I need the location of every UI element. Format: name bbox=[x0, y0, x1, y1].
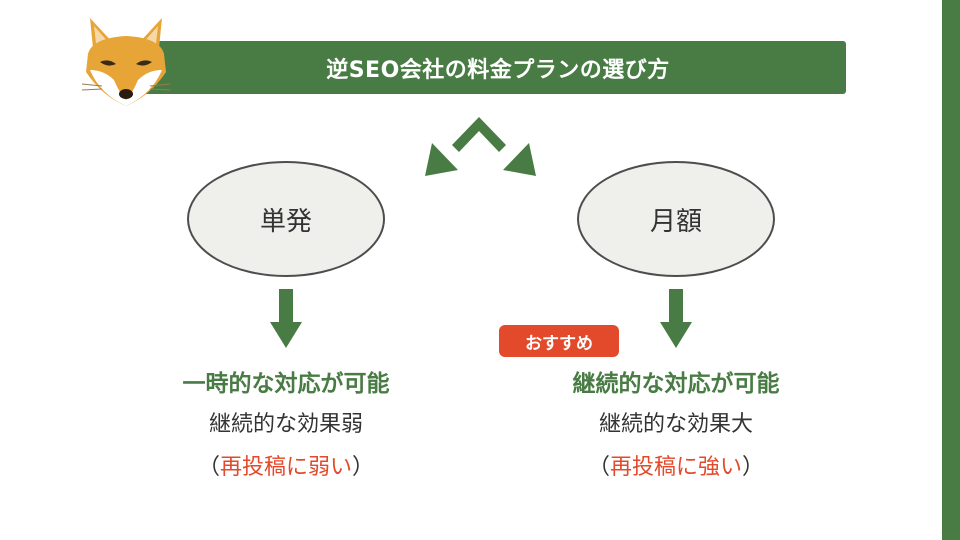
right-accent-bar bbox=[942, 0, 960, 540]
plan-effect: 継続的な効果大 bbox=[598, 412, 753, 437]
plan-details-monthly: 継続的な対応が可能 継続的な効果大 （再投稿に強い） bbox=[496, 366, 856, 488]
title-banner: 逆SEO会社の料金プランの選び方 bbox=[120, 41, 846, 94]
down-arrow-right bbox=[660, 289, 692, 348]
note-highlight: 再投稿に強い bbox=[609, 455, 742, 480]
note-highlight: 再投稿に弱い bbox=[219, 455, 352, 480]
plan-oval-monthly: 月額 bbox=[576, 160, 776, 278]
page-title: 逆SEO会社の料金プランの選び方 bbox=[326, 57, 670, 83]
plan-details-single: 一時的な対応が可能 継続的な効果弱 （再投稿に弱い） bbox=[106, 366, 466, 488]
recommended-badge: おすすめ bbox=[499, 325, 619, 357]
note-paren-open: （ bbox=[587, 455, 610, 480]
plan-name: 月額 bbox=[649, 206, 702, 237]
plan-note: （再投稿に弱い） bbox=[106, 448, 466, 488]
plan-note: （再投稿に強い） bbox=[496, 448, 856, 488]
note-paren-close: ） bbox=[352, 455, 375, 480]
plan-effect: 継続的な効果弱 bbox=[208, 412, 363, 437]
split-arrow bbox=[425, 117, 536, 176]
plan-headline: 継続的な対応が可能 bbox=[572, 371, 780, 397]
plan-headline: 一時的な対応が可能 bbox=[182, 371, 390, 397]
plan-oval-single: 単発 bbox=[186, 160, 386, 278]
fox-face-icon bbox=[81, 18, 171, 106]
down-arrow-left bbox=[270, 289, 302, 348]
note-paren-open: （ bbox=[197, 455, 220, 480]
plan-name: 単発 bbox=[259, 206, 312, 237]
note-paren-close: ） bbox=[742, 455, 765, 480]
